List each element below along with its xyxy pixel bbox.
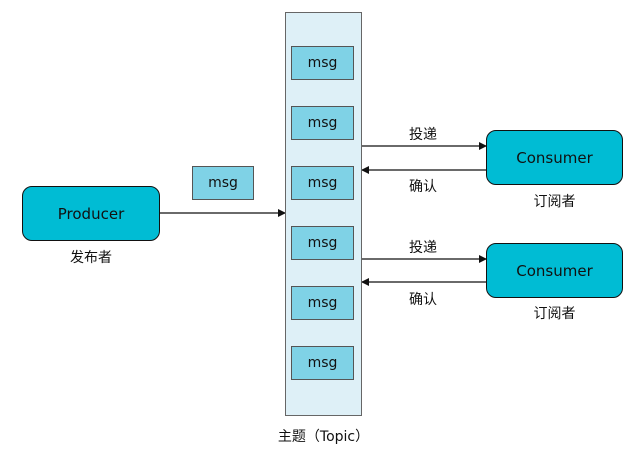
- producer-label: Producer: [57, 204, 125, 223]
- consumer-1-label: Consumer: [516, 148, 593, 167]
- topic-message-5: msg: [291, 286, 354, 320]
- producer-node: Producer: [22, 186, 160, 241]
- topic-message-4: msg: [291, 226, 354, 260]
- producer-caption: 发布者: [70, 250, 112, 266]
- deliver-label-consumer-2: 投递: [409, 240, 437, 256]
- topic-message-1-label: msg: [307, 55, 338, 71]
- topic-message-2-label: msg: [307, 115, 338, 131]
- in-flight-message-label: msg: [208, 175, 238, 191]
- topic-message-3: msg: [291, 166, 354, 200]
- consumer-node-1: Consumer: [486, 130, 623, 185]
- topic-message-3-label: msg: [307, 175, 338, 191]
- topic-message-1: msg: [291, 46, 354, 80]
- topic-caption: 主题（Topic）: [277, 429, 370, 445]
- consumer-node-2: Consumer: [486, 243, 623, 298]
- in-flight-message: msg: [192, 166, 254, 200]
- consumer-2-label: Consumer: [516, 261, 593, 280]
- topic-message-4-label: msg: [307, 235, 338, 251]
- ack-label-consumer-1: 确认: [409, 179, 437, 195]
- ack-label-consumer-2: 确认: [409, 292, 437, 308]
- topic-message-6: msg: [291, 346, 354, 380]
- topic-message-6-label: msg: [307, 355, 338, 371]
- consumer-2-caption: 订阅者: [533, 306, 576, 322]
- deliver-label-consumer-1: 投递: [409, 127, 437, 143]
- topic-message-5-label: msg: [307, 295, 338, 311]
- consumer-1-caption: 订阅者: [533, 194, 576, 210]
- topic-message-2: msg: [291, 106, 354, 140]
